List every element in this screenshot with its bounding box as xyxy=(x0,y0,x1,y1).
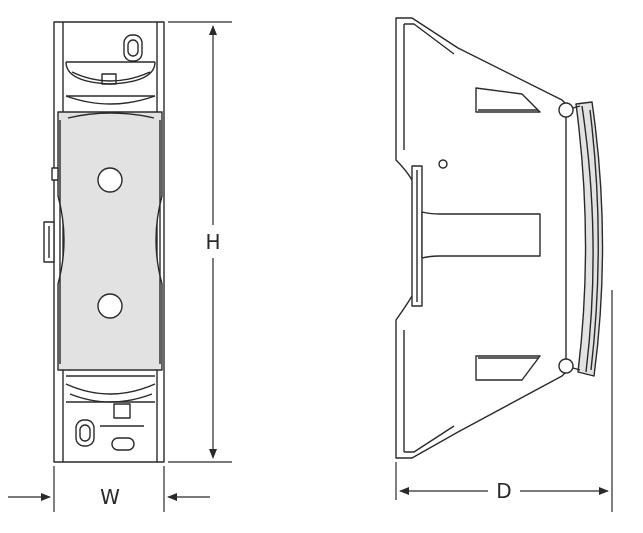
upper-window xyxy=(475,87,541,113)
height-dimension xyxy=(168,21,232,463)
upper-hinge xyxy=(558,102,574,118)
depth-dimension xyxy=(395,290,613,512)
lower-screw-hole xyxy=(97,293,123,319)
lower-window xyxy=(475,355,541,381)
height-label: H xyxy=(205,230,220,254)
side-view xyxy=(395,17,604,459)
bottom-latch xyxy=(111,437,135,451)
bottom-clip xyxy=(65,375,156,419)
front-view xyxy=(43,21,165,463)
cover-panel xyxy=(57,111,163,371)
center-stem xyxy=(421,211,541,259)
width-dimension xyxy=(8,466,210,512)
indicator-hole xyxy=(438,159,448,169)
bottom-slot-hole xyxy=(75,419,95,447)
top-clip xyxy=(65,61,156,105)
upper-screw-hole xyxy=(97,167,123,193)
top-slot-hole xyxy=(123,34,143,62)
depth-label: D xyxy=(496,479,511,503)
width-label: W xyxy=(100,485,120,509)
lower-hinge xyxy=(558,358,574,374)
